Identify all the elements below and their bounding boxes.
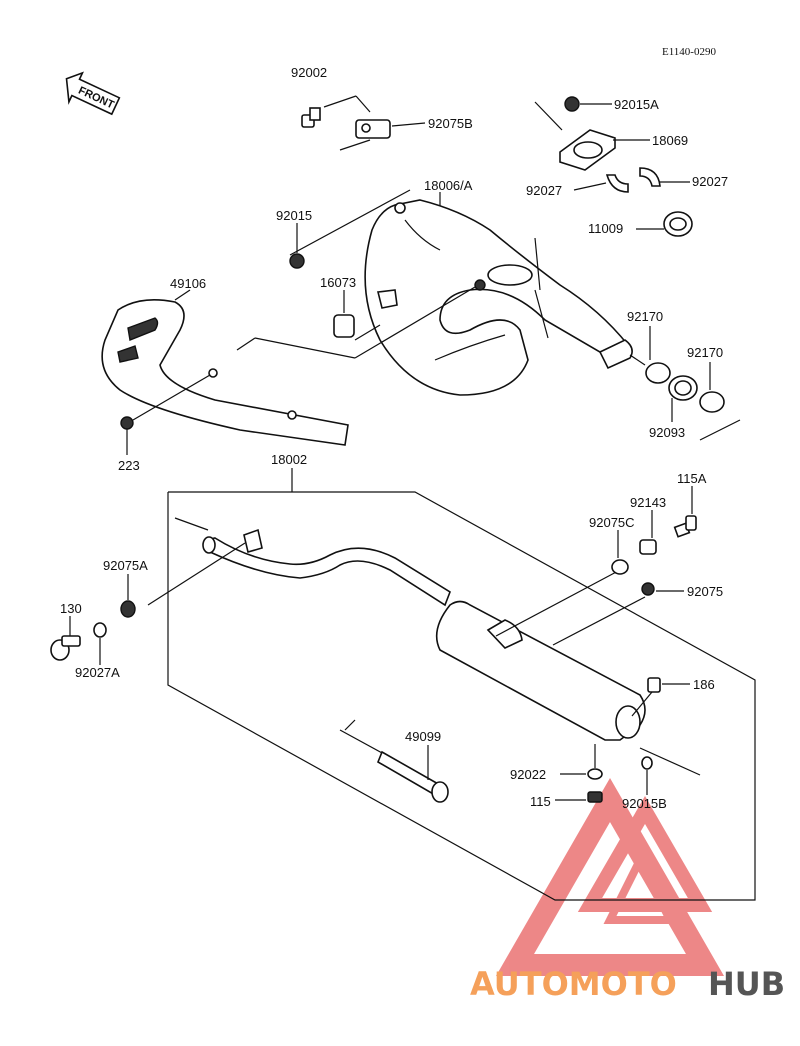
watermark-logo-icon bbox=[495, 777, 725, 976]
nut-92015A-icon bbox=[564, 96, 580, 112]
part-label: 18069 bbox=[652, 133, 688, 148]
part-label: 92027A bbox=[75, 665, 120, 680]
part-label: 92022 bbox=[510, 767, 546, 782]
watermark-part1: AUTOMOTO bbox=[470, 965, 677, 1003]
insert-49099-icon bbox=[377, 750, 449, 803]
washer-92027A-icon bbox=[93, 622, 107, 638]
part-label: 186 bbox=[693, 677, 715, 692]
bolt-130-icon bbox=[50, 635, 81, 661]
washer-92075A-icon bbox=[120, 600, 136, 618]
muffler-18002-icon bbox=[202, 528, 646, 741]
bolt-115A-icon bbox=[673, 515, 697, 538]
washer-92075C-icon bbox=[611, 559, 629, 575]
collar-92143-icon bbox=[639, 539, 657, 555]
part-label: 130 bbox=[60, 601, 82, 616]
bolt-115-icon bbox=[587, 791, 603, 803]
part-label: 92093 bbox=[649, 425, 685, 440]
part-labels: 92002 92075B 92015A 18069 18006/A 92027 … bbox=[60, 65, 728, 811]
washer-92022-icon bbox=[587, 768, 603, 780]
flange-18069-icon bbox=[559, 129, 616, 171]
part-label: 16073 bbox=[320, 275, 356, 290]
part-label: 92075 bbox=[687, 584, 723, 599]
part-label: 92075A bbox=[103, 558, 148, 573]
joint-92093-icon bbox=[668, 375, 698, 401]
muffler-assembly-box bbox=[167, 491, 756, 901]
half-ring-92027-right-icon bbox=[639, 167, 661, 187]
part-label: 92170 bbox=[627, 309, 663, 324]
diagram-code: E1140-0290 bbox=[662, 46, 716, 58]
clamp-92075B-icon bbox=[355, 119, 391, 139]
part-label: 92027 bbox=[692, 174, 728, 189]
part-label: 92015B bbox=[622, 796, 667, 811]
part-label: 49099 bbox=[405, 729, 441, 744]
bolt-186-icon bbox=[647, 677, 661, 693]
part-label: 92015 bbox=[276, 208, 312, 223]
nut-92075-icon bbox=[641, 582, 655, 596]
part-label: 92075C bbox=[589, 515, 635, 530]
watermark-text: AUTOMOTO HUB bbox=[470, 965, 785, 1003]
part-label: 18006/A bbox=[424, 178, 473, 193]
part-label: 92015A bbox=[614, 97, 659, 112]
half-ring-92027-left-icon bbox=[605, 174, 629, 193]
damper-16073-icon bbox=[333, 289, 398, 338]
expansion-chamber-18006A-icon bbox=[364, 199, 633, 396]
bolt-223-icon bbox=[120, 416, 134, 430]
part-label: 115 bbox=[530, 794, 551, 809]
clamp-92170-left-icon bbox=[645, 362, 671, 384]
part-label: 11009 bbox=[588, 221, 623, 236]
part-label: 115A bbox=[677, 471, 707, 486]
nut-92015B-icon bbox=[641, 756, 653, 770]
bolt-92002-icon bbox=[301, 107, 321, 128]
part-label: 18002 bbox=[271, 452, 307, 467]
front-arrow-icon: FRONT bbox=[65, 71, 121, 116]
heat-guard-49106-icon bbox=[101, 299, 349, 446]
part-label: 92170 bbox=[687, 345, 723, 360]
watermark-part2: HUB bbox=[708, 965, 785, 1003]
part-label: 92002 bbox=[291, 65, 327, 80]
part-label: 223 bbox=[118, 458, 140, 473]
nut-92015-icon bbox=[289, 253, 305, 269]
gasket-11009-icon bbox=[663, 211, 693, 237]
part-label: 92143 bbox=[630, 495, 666, 510]
clamp-92170-right-icon bbox=[699, 391, 725, 413]
part-label: 92027 bbox=[526, 183, 562, 198]
part-label: 92075B bbox=[428, 116, 473, 131]
part-label: 49106 bbox=[170, 276, 206, 291]
